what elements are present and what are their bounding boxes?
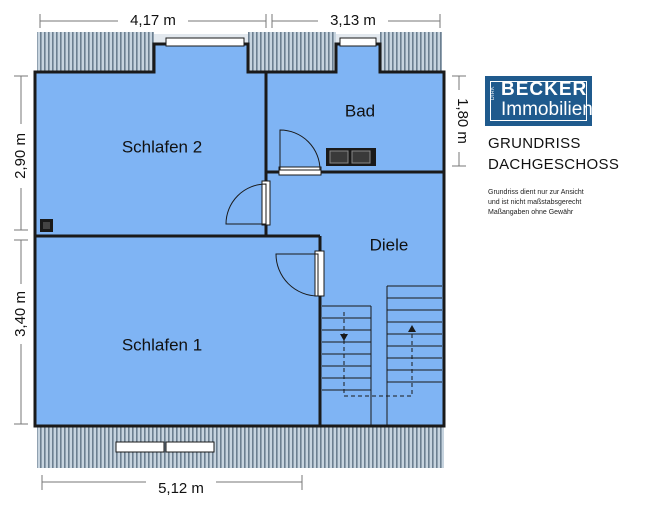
logo-firstname: DIRK bbox=[490, 86, 496, 100]
plan-title-line2: DACHGESCHOSS bbox=[488, 156, 620, 173]
dim-bottom: 5,12 m bbox=[158, 480, 204, 497]
arrow-down-icon bbox=[340, 334, 348, 341]
room-label-bad: Bad bbox=[345, 101, 375, 120]
door-openings bbox=[115, 37, 377, 453]
disclaimer-line-2: und ist nicht maßstabsgerecht bbox=[488, 199, 582, 206]
bad-vents bbox=[326, 148, 376, 166]
dim-left-upper: 2,90 m bbox=[12, 133, 29, 179]
room-label-schlafen2: Schlafen 2 bbox=[122, 137, 202, 156]
dim-top-right: 3,13 m bbox=[330, 12, 376, 29]
becker-immobilien-logo: DIRK BECKER Immobilien bbox=[485, 76, 593, 126]
arrow-up-icon bbox=[408, 325, 416, 332]
logo-suffix: Immobilien bbox=[501, 99, 593, 120]
plan-title-line1: GRUNDRISS bbox=[488, 135, 581, 152]
dimension-lines bbox=[14, 14, 466, 490]
dim-right: 1,80 m bbox=[454, 98, 471, 144]
logo-surname: BECKER bbox=[501, 79, 588, 100]
disclaimer-line-3: Maßangaben ohne Gewähr bbox=[488, 209, 574, 216]
room-label-schlafen1: Schlafen 1 bbox=[122, 335, 202, 354]
door-swings bbox=[225, 129, 321, 297]
room-label-diele: Diele bbox=[370, 235, 409, 254]
vent-schlafen-inner bbox=[43, 222, 50, 229]
staircase bbox=[322, 285, 442, 426]
disclaimer-line-1: Grundriss dient nur zur Ansicht bbox=[488, 189, 584, 196]
stair-direction-arrow bbox=[343, 312, 413, 397]
dim-top-left: 4,17 m bbox=[130, 12, 176, 29]
dim-left-lower: 3,40 m bbox=[12, 291, 29, 337]
